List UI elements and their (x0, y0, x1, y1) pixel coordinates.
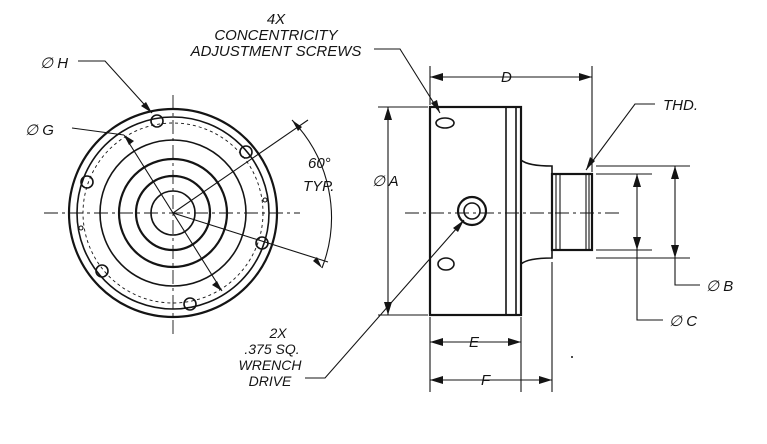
arrowhead (384, 107, 392, 120)
ring-1 (150, 190, 196, 236)
label-dia-h: ∅ H (40, 55, 68, 72)
ring-4 (99, 139, 247, 287)
angle-ray-lower (172, 212, 329, 263)
front-view (44, 60, 332, 338)
label-screws-qty: 4X (267, 11, 286, 28)
label-screws-line2: ADJUSTMENT SCREWS (190, 43, 362, 60)
label-wrench-size: .375 SQ. (244, 341, 299, 357)
label-dia-a: ∅ A (372, 173, 399, 190)
arrowhead (671, 166, 679, 179)
bolt-hole (239, 145, 253, 159)
arrowhead (539, 376, 552, 384)
ring-2 (134, 174, 212, 252)
arrowhead (124, 135, 134, 145)
label-thread: THD. (663, 97, 698, 114)
label-wrench-line1: WRENCH (239, 357, 303, 373)
arrowhead (430, 73, 443, 81)
label-wrench-line2: DRIVE (249, 373, 292, 389)
bolt-circle-mark (78, 225, 84, 231)
leader-b (674, 258, 700, 286)
label-wrench-qty: 2X (268, 325, 287, 341)
adjustment-screw (435, 117, 455, 129)
leader-thd (585, 103, 655, 171)
bolt-hole (150, 114, 164, 128)
bolt-circle (82, 122, 264, 304)
speck (571, 356, 573, 358)
leader-h (78, 60, 153, 114)
arrowhead (431, 100, 440, 113)
angle-ray-upper (172, 119, 309, 214)
arrowhead (384, 302, 392, 315)
label-dia-g: ∅ G (25, 122, 54, 139)
arrowhead (579, 73, 592, 81)
label-e: E (469, 334, 480, 351)
label-d: D (501, 69, 512, 86)
leader-screws (374, 48, 441, 114)
inner-rim-circle (76, 116, 270, 310)
angle-arc (291, 119, 332, 269)
arrowhead (671, 245, 679, 258)
lower-hole (437, 257, 455, 271)
leader-c (636, 250, 663, 321)
arrowhead (141, 102, 152, 113)
arrowhead (633, 237, 641, 250)
bolt-hole (80, 175, 94, 189)
arrowhead (430, 338, 443, 346)
label-angle: 60° (308, 155, 331, 172)
wrench-drive-outer (456, 195, 488, 227)
ring-3 (117, 157, 229, 269)
arrowhead (430, 376, 443, 384)
arrowhead (313, 257, 322, 268)
arrowhead (586, 157, 595, 170)
label-dia-c: ∅ C (669, 313, 697, 330)
leader-g (71, 127, 125, 136)
label-angle-typ: TYP. (303, 178, 334, 195)
arrowhead (508, 338, 521, 346)
bolt-circle-mark (262, 197, 268, 203)
side-view (305, 48, 700, 392)
label-dia-b: ∅ B (706, 278, 733, 295)
arrowhead (292, 120, 302, 131)
leader-wrench (305, 219, 465, 379)
outer-body-circle (67, 107, 279, 319)
bolt-hole (95, 264, 109, 278)
wrench-drive-inner (463, 202, 481, 220)
threaded-stub (550, 172, 594, 252)
hub-outline (520, 159, 553, 265)
label-f: F (481, 372, 491, 389)
label-screws-line1: CONCENTRICITY (214, 27, 338, 44)
arrowhead (453, 220, 464, 232)
bolt-hole (183, 297, 197, 311)
side-body (428, 105, 523, 317)
arrowhead (212, 281, 222, 291)
arrowhead (633, 174, 641, 187)
